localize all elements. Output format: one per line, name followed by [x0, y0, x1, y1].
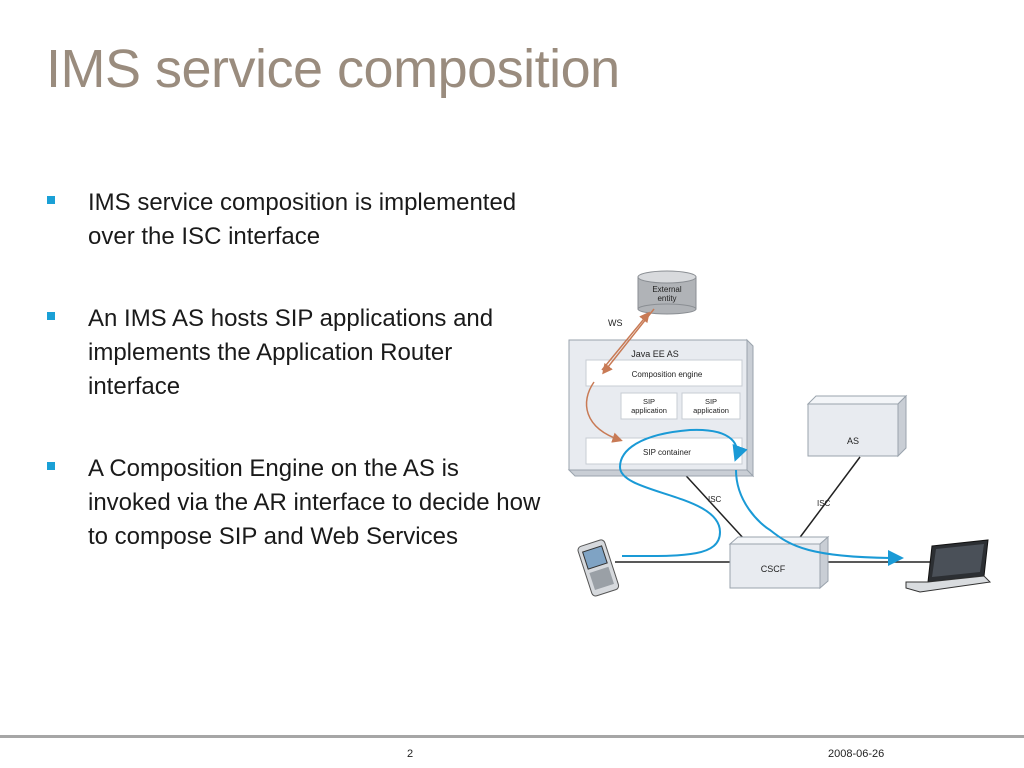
as-label: AS	[847, 436, 859, 446]
sip-application-box: SIP application	[681, 392, 741, 420]
bullet-text: An IMS AS hosts SIP applications and imp…	[88, 305, 494, 400]
isc-line-right	[797, 456, 861, 541]
bullet-text: A Composition Engine on the AS is invoke…	[88, 455, 541, 550]
sip-application-label: SIP	[643, 397, 655, 406]
bullet-list: IMS service composition is implemented o…	[46, 186, 546, 602]
cscf-label: CSCF	[761, 564, 786, 574]
isc-label-right: ISC	[817, 499, 831, 508]
sip-application-label: application	[631, 406, 667, 415]
slide-title: IMS service composition	[46, 39, 620, 99]
laptop-icon	[905, 539, 992, 593]
bullet-item: IMS service composition is implemented o…	[46, 186, 546, 254]
bullet-item: An IMS AS hosts SIP applications and imp…	[46, 302, 546, 404]
square-bullet-icon	[47, 462, 55, 470]
sip-flow-arrow	[618, 428, 748, 558]
java-ee-as-label: Java EE AS	[631, 349, 679, 359]
composition-flow-arrow	[585, 381, 623, 443]
ims-architecture-diagram: External entity WS Java EE AS Compositio…	[567, 270, 992, 597]
sip-application-label: application	[693, 406, 729, 415]
sip-container-box: SIP container	[585, 437, 743, 465]
external-entity-database: External entity	[637, 270, 697, 315]
sip-container-label: SIP container	[643, 448, 691, 457]
ws-arrow-in	[602, 308, 655, 375]
sip-flow-return-arrow	[735, 469, 904, 566]
footer-date: 2008-06-26	[828, 748, 885, 760]
cscf-box: CSCF	[728, 535, 830, 590]
footer-divider	[0, 735, 1024, 738]
isc-label-left: ISC	[708, 495, 722, 504]
bullet-item: A Composition Engine on the AS is invoke…	[46, 452, 546, 554]
square-bullet-icon	[47, 312, 55, 320]
sip-application-label: SIP	[705, 397, 717, 406]
sip-application-box: SIP application	[620, 392, 678, 420]
ws-label: WS	[608, 318, 623, 328]
page-number: 2	[407, 748, 414, 760]
bullet-text: IMS service composition is implemented o…	[88, 189, 517, 250]
composition-engine-box: Composition engine	[585, 359, 743, 387]
mobile-phone-icon	[577, 539, 620, 597]
ws-arrow-out	[601, 311, 650, 371]
isc-line-left	[677, 466, 746, 541]
as-server-box: AS	[806, 394, 908, 458]
external-entity-label: entity	[657, 294, 676, 303]
composition-engine-label: Composition engine	[632, 370, 703, 379]
square-bullet-icon	[47, 196, 55, 204]
external-entity-label: External	[652, 285, 682, 294]
